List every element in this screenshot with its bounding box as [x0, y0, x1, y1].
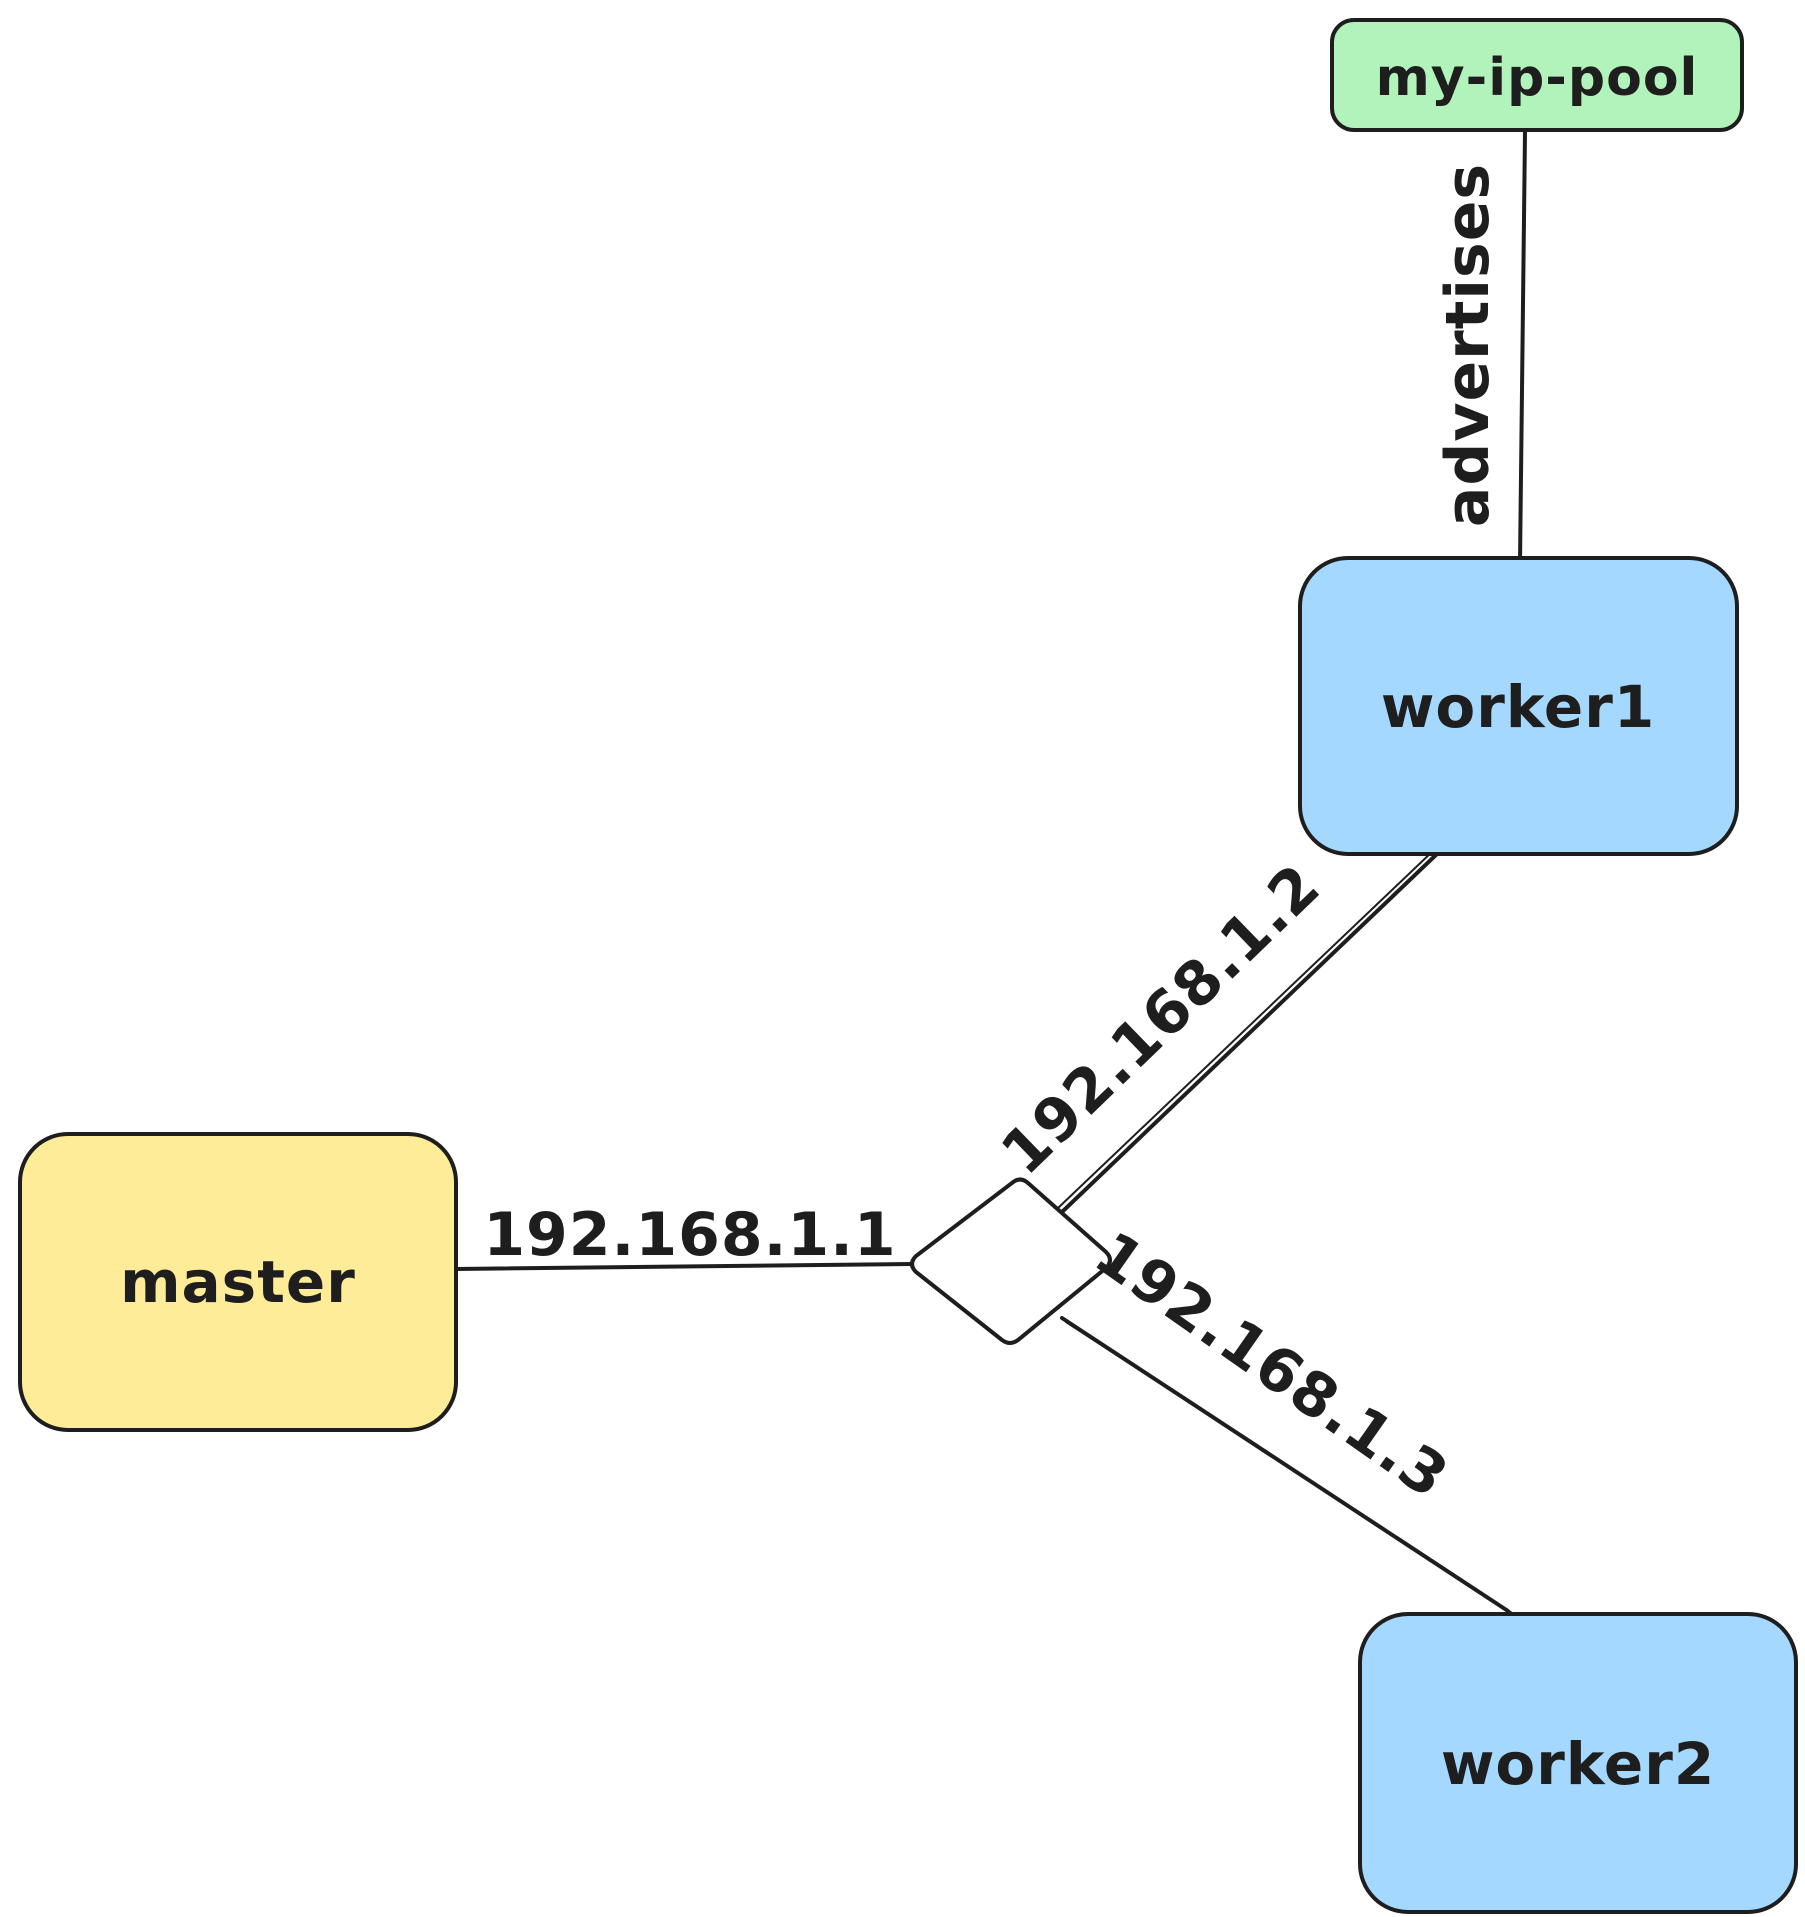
- worker1-ip-label: 192.168.1.2: [988, 851, 1334, 1189]
- switch-diamond: [910, 1177, 1112, 1345]
- worker2-label: worker2: [1441, 1730, 1715, 1798]
- master-ip-label: 192.168.1.1: [483, 1200, 896, 1270]
- switch-diamond-node[interactable]: [910, 1177, 1112, 1345]
- master-box: [18, 1132, 458, 1432]
- worker2-node[interactable]: worker2: [1358, 1612, 1798, 1914]
- switch-to-worker1-connector: [1060, 851, 1440, 1214]
- worker1-label: worker1: [1381, 673, 1655, 741]
- worker1-box: [1298, 556, 1739, 856]
- master-to-switch-connector: [454, 1262, 914, 1271]
- advertises-connector: [1518, 130, 1527, 564]
- master-node[interactable]: master: [18, 1132, 458, 1432]
- switch-to-worker2-connector-stroke2: [1065, 1321, 1513, 1614]
- ip-pool-label: my-ip-pool: [1376, 48, 1699, 108]
- worker2-ip-label: 192.168.1.3: [1082, 1218, 1461, 1512]
- ip-pool-node[interactable]: my-ip-pool: [1330, 18, 1744, 132]
- switch-to-worker1-connector-stroke2: [1057, 849, 1435, 1209]
- worker1-node[interactable]: worker1: [1298, 556, 1739, 856]
- advertises-label: advertises: [1433, 163, 1503, 527]
- ip-pool-box: [1330, 18, 1744, 132]
- worker2-box: [1358, 1612, 1798, 1914]
- master-label: master: [120, 1248, 356, 1316]
